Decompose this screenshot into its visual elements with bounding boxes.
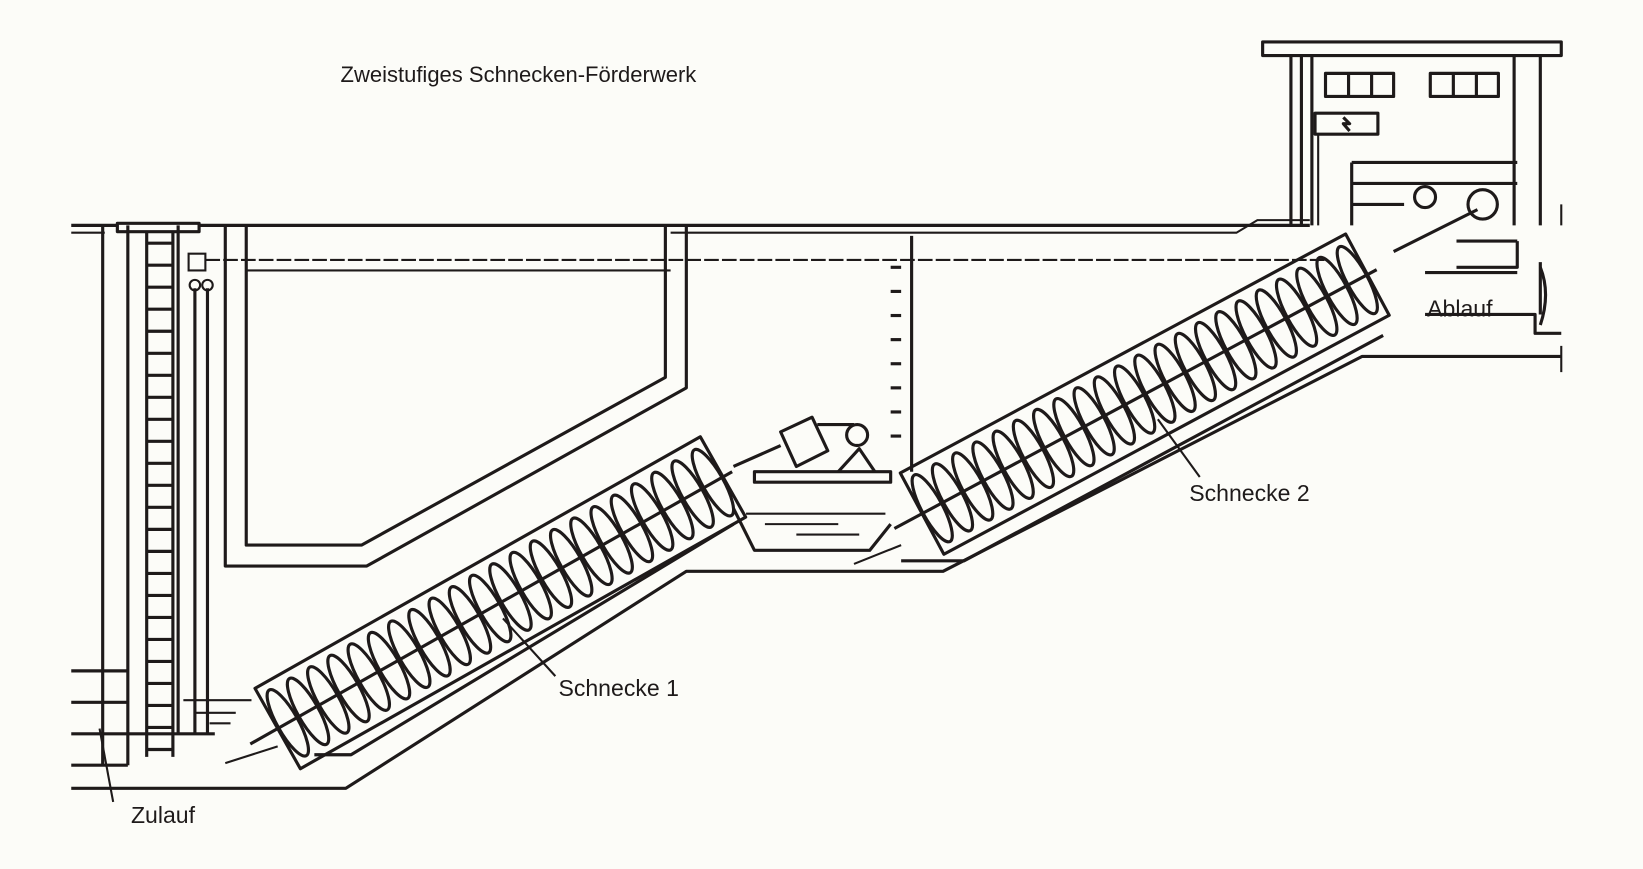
- screw-flight: [1234, 299, 1278, 370]
- inlet-shaft: [71, 225, 180, 767]
- screw-flight: [1092, 375, 1137, 446]
- screws: [249, 232, 1391, 771]
- screw-flight: [1274, 277, 1319, 348]
- inlet-water: [183, 699, 252, 725]
- screw-shaft: [893, 268, 1378, 530]
- lightning-icon: [1341, 116, 1352, 133]
- screw-1: [249, 435, 748, 771]
- window-left: [1323, 71, 1396, 99]
- screw-flight: [609, 493, 655, 564]
- motor1-gearbox: [779, 415, 830, 469]
- screw-flight: [670, 459, 715, 529]
- outlet-flap: [1538, 266, 1548, 326]
- motor1-pulley: [845, 422, 870, 448]
- screw-flight: [1133, 353, 1177, 424]
- motor2-pulley: [1413, 185, 1438, 210]
- leader-screw1: [502, 617, 557, 677]
- screw-flight: [346, 642, 392, 712]
- screw-flight: [1032, 407, 1076, 479]
- screw-flight: [285, 676, 331, 747]
- screw-flight: [951, 451, 995, 522]
- screw-flight: [508, 550, 553, 621]
- bearing-marks: [224, 544, 902, 765]
- label-screw1: Schnecke 1: [558, 675, 678, 701]
- screw-flight: [326, 653, 371, 724]
- screw-flight: [447, 585, 493, 655]
- leader-screw2: [1157, 418, 1201, 478]
- screw-flight: [1153, 342, 1197, 414]
- intermediate-basin: [732, 507, 892, 552]
- motor-room: [1350, 160, 1519, 275]
- motor2: [1466, 188, 1499, 221]
- screw-flight: [971, 440, 1015, 511]
- ladder: [145, 232, 175, 757]
- screw-flight: [1052, 396, 1096, 468]
- inner-chamber: [244, 225, 667, 547]
- foundation-outline: [71, 354, 1562, 790]
- label-screw2: Schnecke 2: [1189, 480, 1309, 506]
- screw-flight: [467, 573, 513, 644]
- shaft2: [1392, 208, 1479, 253]
- house-walls: [1289, 55, 1542, 226]
- screw-2: [893, 232, 1391, 556]
- screw-flight: [569, 516, 614, 587]
- screw-flight: [1193, 320, 1238, 392]
- level-gauge: [890, 265, 902, 438]
- screw-flight: [690, 447, 736, 518]
- screw-flight: [407, 607, 452, 678]
- pump-house: [1261, 40, 1563, 275]
- screw-flight: [306, 665, 351, 735]
- screw-flight: [1315, 255, 1359, 327]
- screw-flight: [1254, 288, 1298, 359]
- screw-trough: [898, 232, 1391, 556]
- label-inlet: Zulauf: [131, 802, 196, 828]
- screw-flight: [1335, 244, 1379, 316]
- screw-flight: [1072, 386, 1116, 457]
- screw-flight: [427, 596, 472, 667]
- screw-flight: [1295, 266, 1339, 337]
- screw-flight: [910, 473, 954, 544]
- window-right: [1428, 71, 1500, 99]
- screw-flight: [650, 470, 695, 541]
- screw-trough: [253, 435, 748, 771]
- label-outlet: Ablauf: [1427, 296, 1493, 322]
- screw-flight: [589, 505, 634, 575]
- screw-flight: [991, 429, 1035, 500]
- civil-structure: [71, 204, 1563, 790]
- screw-flight: [629, 482, 675, 552]
- trough2-bed: [901, 334, 1384, 563]
- chamber-wall: [223, 225, 688, 568]
- motor1-drive: [732, 415, 877, 473]
- screw-flight: [265, 687, 311, 758]
- control-box: [187, 252, 207, 272]
- ladder-rails: [145, 232, 175, 757]
- shaft-cover: [115, 221, 201, 234]
- screw-flight: [1214, 310, 1258, 381]
- screw-flight: [548, 527, 594, 598]
- motor1-base: [752, 470, 893, 484]
- leader-inlet: [98, 728, 115, 803]
- roof: [1261, 40, 1563, 58]
- screw-flight: [528, 539, 574, 609]
- screw-flight: [1173, 331, 1218, 403]
- diagram-title: Zweistufiges Schnecken-Förderwerk: [341, 62, 698, 87]
- screw-flight: [1011, 418, 1056, 490]
- paving: [71, 219, 1310, 234]
- screw-flight: [488, 562, 533, 632]
- shaft1: [732, 444, 782, 468]
- screw-flight: [930, 462, 975, 533]
- gate-rods: [193, 288, 210, 734]
- screw-flight: [1112, 364, 1157, 435]
- switchboard: [1313, 111, 1380, 136]
- screw-flight: [387, 619, 432, 690]
- screw-flight: [366, 630, 412, 701]
- basin-water: [746, 512, 886, 536]
- screw-shaft: [249, 470, 733, 746]
